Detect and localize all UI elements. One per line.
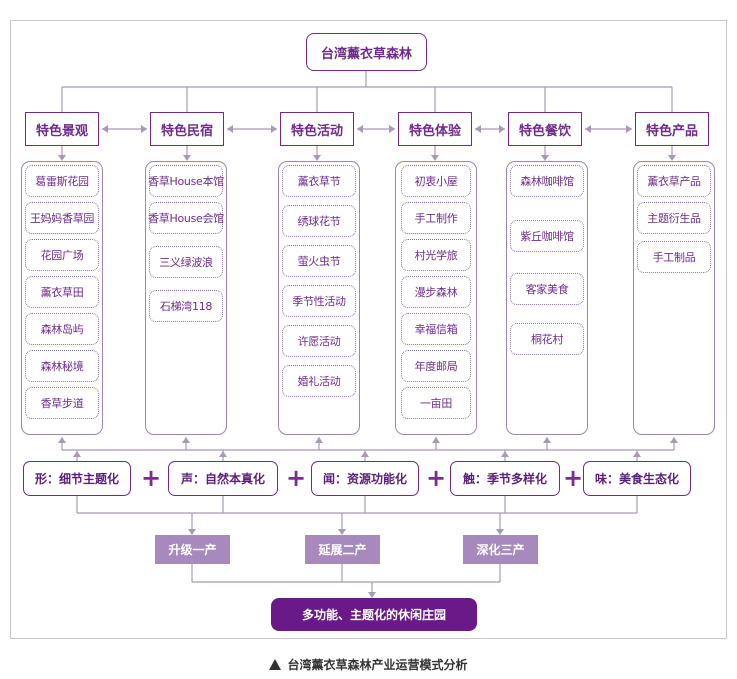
sense-up-head-1 bbox=[219, 451, 227, 457]
sense-node-2: 闻：资源功能化 bbox=[311, 461, 419, 496]
feature-item: 香草步道 bbox=[25, 387, 99, 419]
cat-to-col-head-5 bbox=[668, 155, 676, 161]
feature-item: 萤火虫节 bbox=[282, 245, 356, 277]
root-node: 台湾薰衣草森林 bbox=[306, 33, 427, 71]
feature-item: 村光学旅 bbox=[401, 239, 471, 271]
feature-item: 桐花村 bbox=[510, 323, 584, 355]
feature-item: 初衷小屋 bbox=[401, 165, 471, 197]
feature-item: 绣球花节 bbox=[282, 205, 356, 237]
feature-item: 香草House本馆 bbox=[148, 165, 224, 197]
plus-icon: + bbox=[286, 464, 307, 492]
feature-item: 幸福信箱 bbox=[401, 313, 471, 345]
feature-item: 婚礼活动 bbox=[282, 365, 356, 397]
cat-link-head-right-3 bbox=[499, 125, 505, 133]
feature-item: 主题衍生品 bbox=[637, 202, 711, 234]
col-up-head-1 bbox=[182, 437, 190, 443]
final-drop-head bbox=[368, 592, 376, 598]
sense-node-3: 触：季节多样化 bbox=[450, 461, 560, 496]
ind-drop-head-1 bbox=[338, 529, 346, 535]
sense-up-head-3 bbox=[501, 451, 509, 457]
col-up-head-3 bbox=[432, 437, 440, 443]
col-up-head-5 bbox=[670, 437, 678, 443]
feature-item: 一亩田 bbox=[401, 387, 471, 419]
feature-item: 薰衣草产品 bbox=[637, 165, 711, 197]
sense-up-head-4 bbox=[633, 451, 641, 457]
cat-to-col-head-1 bbox=[183, 155, 191, 161]
cat-link-head-right-1 bbox=[271, 125, 277, 133]
cat-to-col-head-3 bbox=[431, 155, 439, 161]
feature-item: 客家美食 bbox=[510, 273, 584, 305]
cat-link-head-left-1 bbox=[227, 125, 233, 133]
col-up-head-2 bbox=[315, 437, 323, 443]
feature-item: 薰衣草田 bbox=[25, 276, 99, 308]
sense-node-4: 味：美食生态化 bbox=[583, 461, 691, 496]
industry-node-2: 深化三产 bbox=[463, 535, 538, 564]
triangle-icon bbox=[269, 659, 282, 670]
col-up-head-4 bbox=[543, 437, 551, 443]
plus-icon: + bbox=[426, 464, 447, 492]
feature-item: 石梯湾118 bbox=[149, 290, 223, 322]
cat-link-head-right-2 bbox=[389, 125, 395, 133]
cat-to-col-head-4 bbox=[541, 155, 549, 161]
cat-link-head-right-4 bbox=[626, 125, 632, 133]
feature-item: 漫步森林 bbox=[401, 276, 471, 308]
cat-to-col-head-2 bbox=[313, 155, 321, 161]
cat-to-col-head-0 bbox=[58, 155, 66, 161]
feature-item: 紫丘咖啡馆 bbox=[510, 220, 584, 252]
figure-caption: 台湾薰衣草森林产业运营模式分析 bbox=[0, 656, 737, 673]
feature-item: 许愿活动 bbox=[282, 325, 356, 357]
feature-item: 三义绿波浪 bbox=[149, 246, 223, 278]
ind-drop-head-2 bbox=[496, 529, 504, 535]
feature-item: 季节性活动 bbox=[282, 285, 356, 317]
feature-item: 年度邮局 bbox=[401, 350, 471, 382]
feature-item: 森林咖啡馆 bbox=[510, 165, 584, 197]
feature-item: 手工制作 bbox=[401, 202, 471, 234]
sense-node-1: 声：自然本真化 bbox=[168, 461, 278, 496]
sense-up-head-2 bbox=[361, 451, 369, 457]
sense-node-0: 形：细节主题化 bbox=[23, 461, 131, 496]
diagram-frame bbox=[10, 20, 727, 639]
feature-item: 森林秘境 bbox=[25, 350, 99, 382]
caption-text: 台湾薰衣草森林产业运营模式分析 bbox=[287, 658, 468, 672]
industry-node-1: 延展二产 bbox=[305, 535, 380, 564]
sense-up-head-0 bbox=[73, 451, 81, 457]
cat-link-head-left-3 bbox=[475, 125, 481, 133]
plus-icon: + bbox=[563, 464, 584, 492]
feature-item: 森林岛屿 bbox=[25, 313, 99, 345]
feature-item: 香草House会馆 bbox=[148, 202, 224, 234]
result-node: 多功能、主题化的休闲庄园 bbox=[271, 598, 477, 631]
cat-link-head-right-0 bbox=[141, 125, 147, 133]
feature-item: 王妈妈香草园 bbox=[25, 202, 99, 234]
category-node-0: 特色景观 bbox=[25, 112, 99, 146]
category-node-4: 特色餐饮 bbox=[508, 112, 582, 146]
cat-link-head-left-4 bbox=[585, 125, 591, 133]
feature-item: 薰衣草节 bbox=[282, 165, 356, 197]
category-node-2: 特色活动 bbox=[280, 112, 354, 146]
col-up-head-0 bbox=[58, 437, 66, 443]
industry-node-0: 升级一产 bbox=[155, 535, 230, 564]
category-node-1: 特色民宿 bbox=[150, 112, 224, 146]
category-node-3: 特色体验 bbox=[398, 112, 472, 146]
plus-icon: + bbox=[141, 464, 162, 492]
feature-item: 花园广场 bbox=[25, 239, 99, 271]
ind-drop-head-0 bbox=[188, 529, 196, 535]
feature-item: 手工制品 bbox=[637, 241, 711, 273]
cat-link-head-left-0 bbox=[102, 125, 108, 133]
category-node-5: 特色产品 bbox=[635, 112, 709, 146]
cat-link-head-left-2 bbox=[357, 125, 363, 133]
feature-item: 葛雷斯花园 bbox=[25, 165, 99, 197]
